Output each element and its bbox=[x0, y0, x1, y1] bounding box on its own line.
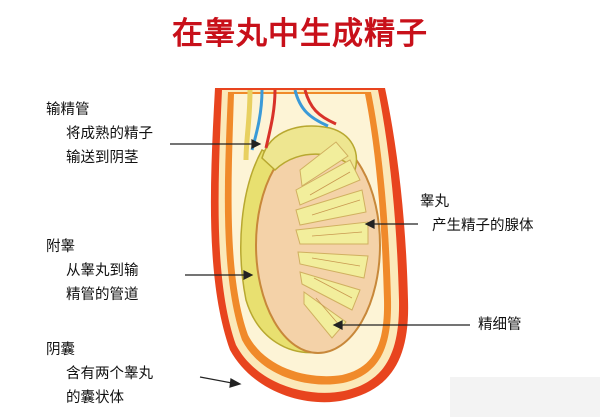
label-scrotum: 阴囊 含有两个睾丸 的囊状体 bbox=[46, 338, 153, 410]
leader-lines bbox=[170, 139, 470, 388]
label-seminiferous-tubule-name: 精细管 bbox=[478, 317, 522, 333]
tubule-lines bbox=[309, 171, 363, 327]
label-epididymis: 附睾 从睾丸到输 精管的管道 bbox=[46, 235, 139, 307]
label-vas-deferens-desc-1: 将成熟的精子 bbox=[66, 126, 153, 142]
label-epididymis-desc-1: 从睾丸到输 bbox=[66, 263, 139, 279]
label-seminiferous-tubule: 精细管 bbox=[478, 313, 522, 337]
label-testis-desc: 产生精子的腺体 bbox=[432, 218, 534, 234]
label-vas-deferens-desc-2: 输送到阴茎 bbox=[66, 150, 139, 166]
label-scrotum-desc-1: 含有两个睾丸 bbox=[66, 366, 153, 382]
epididymis-head bbox=[261, 125, 358, 172]
corner-gray-box bbox=[450, 377, 600, 417]
label-testis-name: 睾丸 bbox=[420, 194, 449, 210]
label-epididymis-name: 附睾 bbox=[46, 239, 75, 255]
label-vas-deferens-name: 输精管 bbox=[46, 102, 90, 118]
label-testis: 睾丸 产生精子的腺体 bbox=[420, 190, 534, 238]
label-vas-deferens: 输精管 将成熟的精子 输送到阴茎 bbox=[46, 98, 153, 170]
label-scrotum-desc-2: 的囊状体 bbox=[66, 390, 124, 406]
label-epididymis-desc-2: 精管的管道 bbox=[66, 287, 139, 303]
label-scrotum-name: 阴囊 bbox=[46, 342, 75, 358]
page-title: 在睾丸中生成精子 bbox=[172, 16, 428, 52]
